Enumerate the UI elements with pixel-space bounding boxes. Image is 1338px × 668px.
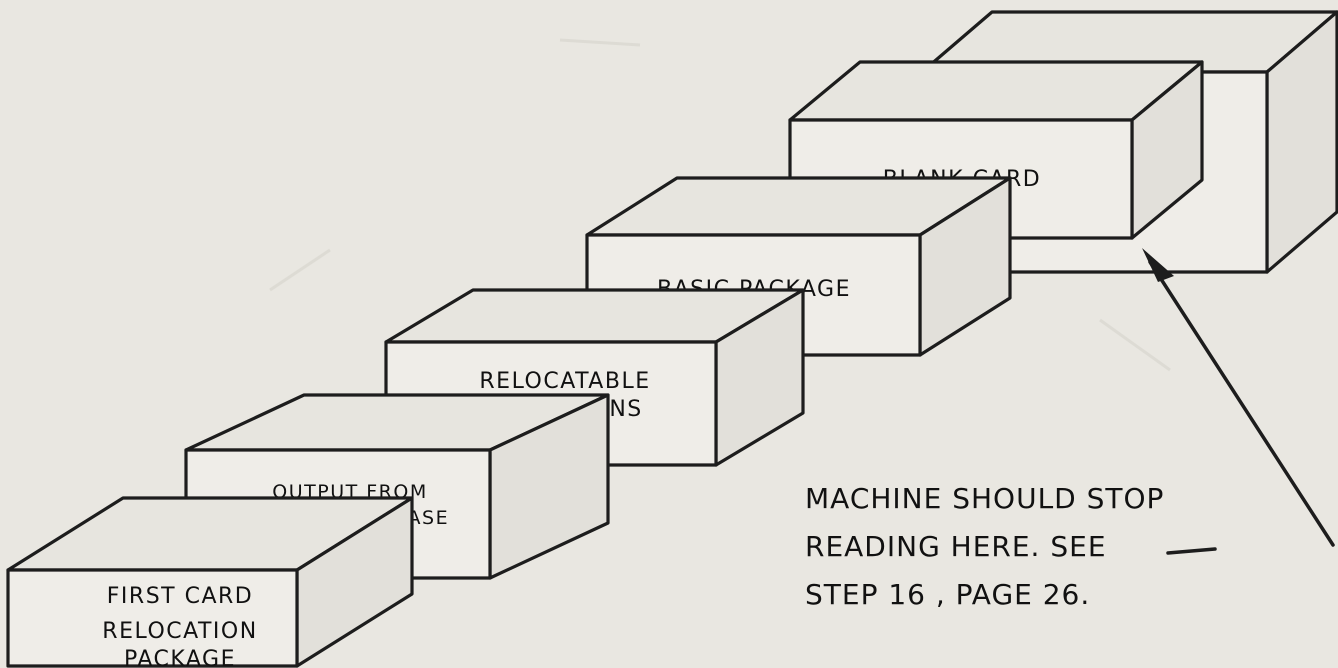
card-label-line: RELOCATION [102,619,257,644]
note-pointer-dash [1168,549,1215,553]
card-label-line: RELOCATABLE [479,369,650,394]
note-line: MACHINE SHOULD STOP [805,482,1164,515]
card-label-line: FIRST CARD [107,584,253,609]
card-label-line: PACKAGE [124,647,236,668]
pointer-arrow [1142,248,1333,545]
note-line: READING HERE. SEE [805,530,1107,563]
card-first-card: FIRST CARD RELOCATION PACKAGE [8,498,412,668]
arrow-shaft [1150,262,1333,545]
note-line: STEP 16 , PAGE 26. [805,578,1090,611]
stop-reading-note: MACHINE SHOULD STOP READING HERE. SEE STEP… [805,482,1215,611]
